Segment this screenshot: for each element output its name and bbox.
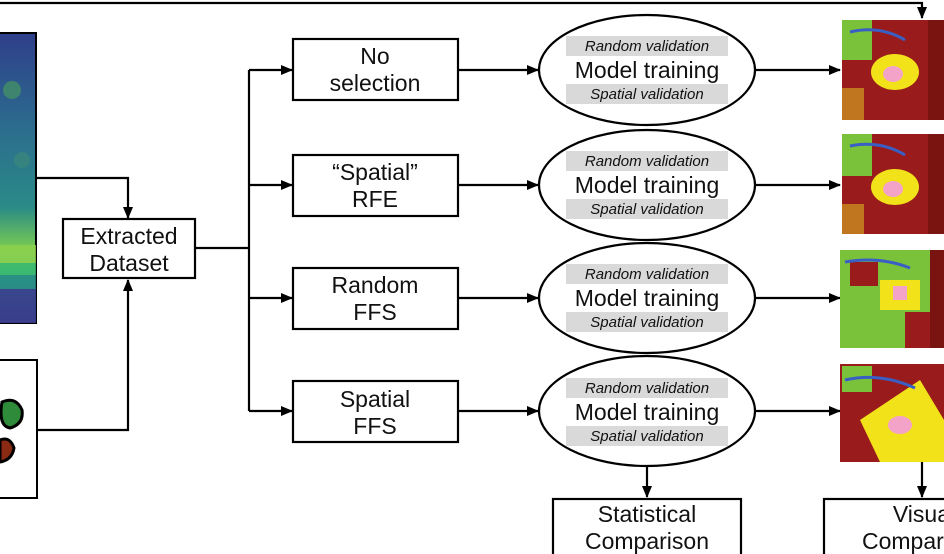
- random-validation-label: Random validation: [585, 380, 709, 397]
- model-training-label: Model training: [575, 172, 719, 198]
- raster-image: [0, 32, 37, 324]
- method-1-line2: selection: [330, 70, 421, 96]
- top-feedback-arrow: [0, 1, 927, 19]
- prediction-map-4: [840, 364, 944, 462]
- random-validation-label: Random validation: [585, 266, 709, 283]
- spatial-validation-label: Spatial validation: [590, 428, 703, 445]
- spatial-validation-label: Spatial validation: [590, 86, 703, 103]
- method-node-random-ffs: Random FFS: [291, 266, 460, 331]
- model-training-label: Model training: [575, 399, 719, 425]
- raster-to-extracted-arrow: [36, 176, 133, 219]
- method-node-spatial-rfe: “Spatial” RFE: [291, 153, 460, 218]
- random-validation-label: Random validation: [585, 38, 709, 55]
- extracted-line2: Dataset: [89, 250, 169, 276]
- model-training-label: Model training: [575, 57, 719, 83]
- method-node-no-selection: No selection: [291, 37, 460, 102]
- prediction-map-3: [840, 250, 944, 348]
- method-node-spatial-ffs: Spatial FFS: [291, 379, 460, 444]
- training-polygons-image: [0, 359, 38, 499]
- training-node-2: Random validation Model training Spatial…: [537, 128, 757, 242]
- statistical-line1: Statistical: [598, 501, 696, 527]
- method-4-line1: Spatial: [340, 386, 410, 412]
- method-4-line2: FFS: [353, 413, 396, 439]
- statistical-comparison-node: Statistical Comparison: [551, 497, 743, 554]
- polygons-to-extracted-arrow: [37, 279, 133, 432]
- training-node-4: Random validation Model training Spatial…: [537, 354, 757, 468]
- statistical-line2: Comparison: [585, 528, 709, 554]
- training-node-1: Random validation Model training Spatial…: [537, 13, 757, 127]
- method-3-line2: FFS: [353, 299, 396, 325]
- visual-line2: Comparison: [862, 528, 944, 554]
- prediction-map-2: [842, 134, 944, 234]
- visual-comparison-node: Visual Comparison: [822, 497, 944, 554]
- visual-line1: Visual: [893, 501, 944, 527]
- extracted-dataset-node: Extracted Dataset: [61, 217, 197, 280]
- prediction-map-1: [842, 20, 944, 120]
- extracted-line1: Extracted: [80, 223, 177, 249]
- method-2-line1: “Spatial”: [332, 159, 418, 185]
- method-1-line1: No: [360, 43, 389, 69]
- training-node-3: Random validation Model training Spatial…: [537, 241, 757, 355]
- model-training-label: Model training: [575, 285, 719, 311]
- method-2-line2: RFE: [352, 186, 398, 212]
- method-3-line1: Random: [332, 272, 419, 298]
- spatial-validation-label: Spatial validation: [590, 201, 703, 218]
- spatial-validation-label: Spatial validation: [590, 314, 703, 331]
- random-validation-label: Random validation: [585, 153, 709, 170]
